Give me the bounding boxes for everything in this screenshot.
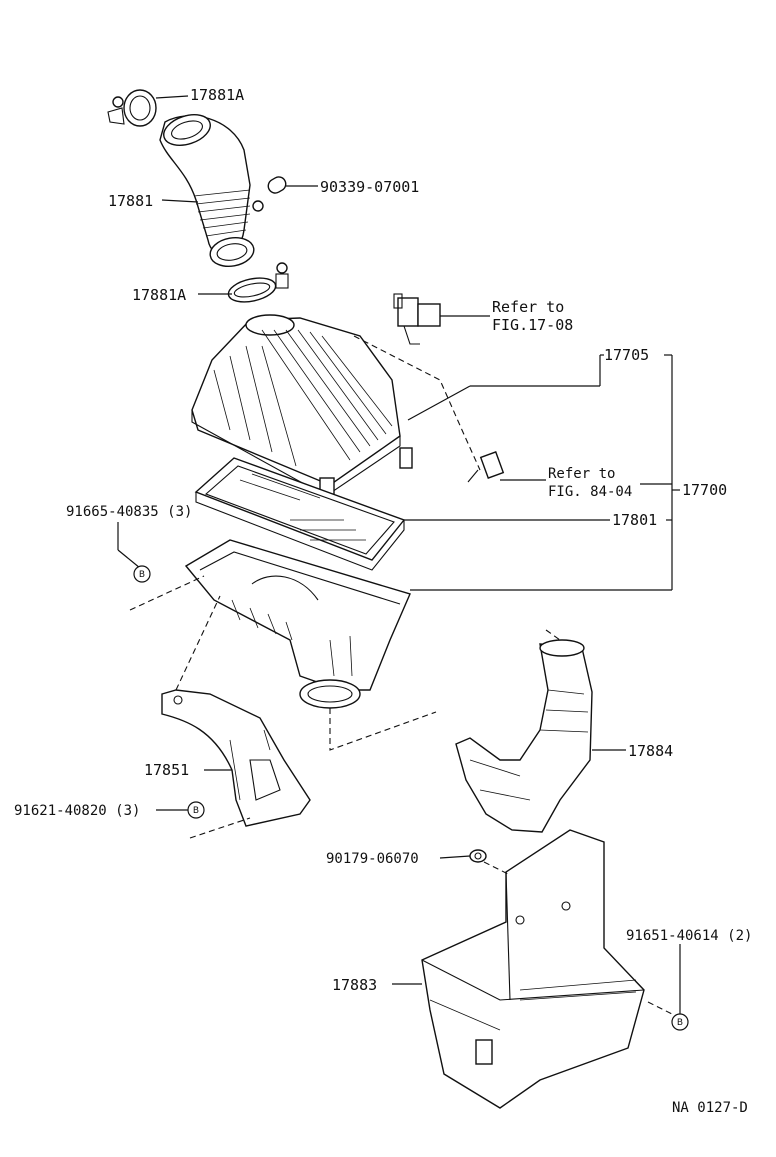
air-duct	[455, 639, 593, 833]
vsv-component	[393, 293, 441, 345]
label-air-cleaner-assy: 17700	[682, 481, 727, 499]
resonator	[421, 829, 645, 1109]
label-bracket: 17851	[144, 761, 189, 779]
bolt-symbol-bracket: B	[187, 801, 205, 819]
clamp-upper	[107, 89, 157, 127]
label-cap-assy: 17705	[604, 346, 649, 364]
dashed-lines	[129, 335, 677, 1017]
label-bolt-upper: 91665-40835 (3)	[66, 504, 192, 520]
label-clamp-upper: 17881A	[190, 86, 244, 104]
label-bolt-resonator: 91651-40614 (2)	[626, 928, 752, 944]
air-cleaner-cap	[191, 314, 413, 501]
label-nut: 90179-06070	[326, 851, 419, 867]
label-bolt-bracket: 91621-40820 (3)	[14, 803, 140, 819]
label-hose: 17881	[108, 192, 153, 210]
label-refer-17-08-line2: FIG.17-08	[492, 316, 573, 334]
svg-text:B: B	[193, 806, 199, 816]
air-cleaner-case	[184, 539, 411, 709]
clamp-lower	[227, 262, 289, 303]
label-refer-84-04-line2: FIG. 84-04	[548, 484, 632, 500]
nut	[469, 849, 487, 863]
label-plug: 90339-07001	[320, 178, 419, 196]
svg-text:B: B	[139, 570, 145, 580]
leader-lines	[117, 95, 681, 1014]
plug	[267, 176, 287, 194]
bolt-symbol-resonator: B	[671, 1013, 689, 1031]
label-duct: 17884	[628, 742, 673, 760]
label-refer-84-04-line1: Refer to	[548, 466, 615, 482]
intake-sensor	[467, 451, 505, 483]
label-resonator: 17883	[332, 976, 377, 994]
label-clamp-lower: 17881A	[132, 286, 186, 304]
label-element: 17801	[612, 511, 657, 529]
bolt-symbol-upper: B	[133, 565, 151, 583]
air-hose	[159, 114, 264, 268]
svg-text:B: B	[677, 1018, 683, 1028]
figure-code: NA 0127-D	[672, 1100, 748, 1116]
mounting-bracket	[161, 689, 311, 827]
label-refer-17-08-line1: Refer to	[492, 298, 564, 316]
